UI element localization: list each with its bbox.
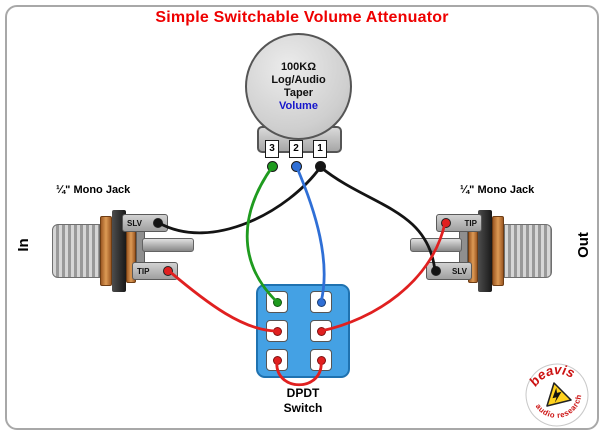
pot-name-label: Volume (279, 99, 318, 112)
pot-taper-label-2: Taper (283, 86, 314, 99)
switch-caption-line1: DPDT (286, 386, 320, 400)
switch-terminal-bottom-left (266, 349, 288, 371)
potentiometer: 100KΩ Log/Audio Taper Volume (245, 33, 352, 140)
pot-lug-3-terminal-dot (267, 161, 278, 172)
switch-terminal-dot-red (316, 355, 326, 365)
input-side-label: In (14, 238, 32, 252)
pot-lug-2: 2 (289, 140, 303, 158)
left-jack-tip-lug: TIP (132, 262, 178, 280)
diagram-title: Simple Switchable Volume Attenuator (155, 9, 449, 26)
right-jack-tip-contact-arm (410, 238, 462, 252)
switch-terminal-dot-red (272, 355, 282, 365)
switch-terminal-middle-right (310, 320, 332, 342)
left-jack-title: ¼" Mono Jack (56, 184, 131, 196)
switch-terminal-top-left (266, 291, 288, 313)
left-jack-tip-label: TIP (137, 266, 150, 276)
right-jack-tip-terminal-dot (441, 218, 451, 228)
switch-caption: DPDT Switch (253, 386, 353, 416)
right-jack-threaded-barrel (504, 224, 552, 278)
right-jack-title: ¼" Mono Jack (460, 184, 535, 196)
switch-terminal-dot-red (316, 326, 326, 336)
switch-terminal-dot-blue (316, 297, 326, 307)
switch-terminal-middle-left (266, 320, 288, 342)
right-jack-tip-label: TIP (464, 218, 477, 228)
right-jack-sleeve-label: SLV (452, 266, 467, 276)
pot-taper-label-1: Log/Audio (271, 73, 326, 86)
pot-lug-3: 3 (265, 140, 279, 158)
switch-caption-line2: Switch (283, 401, 323, 415)
switch-terminal-dot-red (272, 326, 282, 336)
switch-terminal-top-right (310, 291, 332, 313)
left-jack-sleeve-lug: SLV (122, 214, 168, 232)
pot-lug-1: 1 (313, 140, 327, 158)
right-jack-sleeve-lug: SLV (426, 262, 472, 280)
left-jack-tip-terminal-dot (163, 266, 173, 276)
pot-lug-2-terminal-dot (291, 161, 302, 172)
right-jack-tip-lug: TIP (436, 214, 482, 232)
output-side-label: Out (574, 232, 592, 258)
left-jack-copper-ring (100, 216, 112, 286)
pot-lug-1-terminal-dot (315, 161, 326, 172)
logo-lightning-bolt-icon (552, 387, 562, 404)
left-jack-threaded-barrel (52, 224, 100, 278)
pot-value-label: 100KΩ (280, 60, 317, 73)
diagram-border (5, 5, 599, 430)
switch-terminal-dot-green (272, 297, 282, 307)
left-jack-tip-contact-arm (142, 238, 194, 252)
left-jack-sleeve-terminal-dot (153, 218, 163, 228)
left-jack-sleeve-label: SLV (127, 218, 142, 228)
right-jack-sleeve-terminal-dot (431, 266, 441, 276)
switch-terminal-bottom-right (310, 349, 332, 371)
right-jack-copper-ring (492, 216, 504, 286)
